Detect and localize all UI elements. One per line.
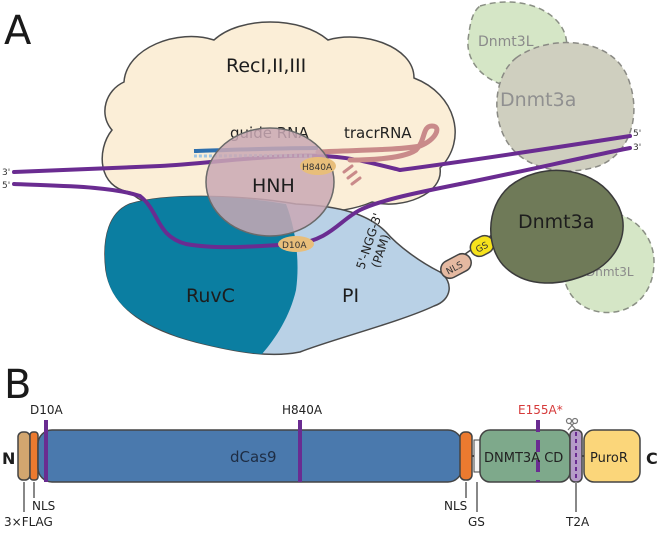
dnmt3a-back-label: Dnmt3a xyxy=(500,89,576,111)
d10a-label-a: D10A xyxy=(282,241,307,251)
dna-right-3prime: 3' xyxy=(633,143,641,153)
nls-right-label: NLS xyxy=(444,499,467,513)
hnh-domain: HNH xyxy=(205,127,335,237)
h840a-marker-a: H840A xyxy=(300,157,336,175)
gs-label-b: GS xyxy=(468,515,485,529)
linker-a: NLS GS xyxy=(439,231,497,280)
d10a-marker-a: D10A xyxy=(278,236,314,252)
tracr-rna-label: tracrRNA xyxy=(344,124,412,142)
dna-left-3prime: 3' xyxy=(2,168,10,178)
t2a-label: T2A xyxy=(565,515,590,529)
hnh-label: HNH xyxy=(252,175,295,197)
scissors-icon xyxy=(565,417,579,431)
e155a-label-b: E155A* xyxy=(518,403,563,417)
recI-label: RecI,II,III xyxy=(226,55,306,77)
dcas9-label: dCas9 xyxy=(230,448,277,466)
dnmt3a-front: Dnmt3a xyxy=(490,169,624,284)
nls-left-label: NLS xyxy=(32,499,55,513)
pi-label: PI xyxy=(342,285,359,307)
dnmt3l-top-label: Dnmt3L xyxy=(478,34,534,50)
dna-right-5prime: 5' xyxy=(633,129,641,139)
d10a-label-b: D10A xyxy=(30,403,64,417)
dna-strand-bottom-left xyxy=(12,182,462,250)
construct-diagram xyxy=(17,417,641,512)
dnmt3a-cd-label: DNMT3A CD xyxy=(484,451,563,466)
panel-b-letter: B xyxy=(4,362,31,408)
panel-a-letter: A xyxy=(4,8,32,54)
c-terminus-label: C xyxy=(646,449,658,468)
puror-label: PuroR xyxy=(590,451,628,466)
gs-domain xyxy=(473,439,481,473)
tracr-rna xyxy=(315,123,440,186)
dna-strand-bottom-right xyxy=(458,146,632,186)
dna-left-5prime: 5' xyxy=(2,181,10,191)
flag-label: 3×FLAG xyxy=(4,515,53,529)
dna-strand-top-right xyxy=(398,134,632,172)
puror-domain xyxy=(583,429,641,483)
h840a-label-b: H840A xyxy=(282,403,323,417)
ruvc-label: RuvC xyxy=(186,285,235,307)
dnmt3a-front-label: Dnmt3a xyxy=(518,211,594,233)
nls-right-domain xyxy=(459,431,473,481)
nls-left-domain xyxy=(29,431,39,481)
h840a-label-a: H840A xyxy=(302,163,333,173)
flag-domain xyxy=(17,431,31,481)
n-terminus-label: N xyxy=(2,449,15,468)
